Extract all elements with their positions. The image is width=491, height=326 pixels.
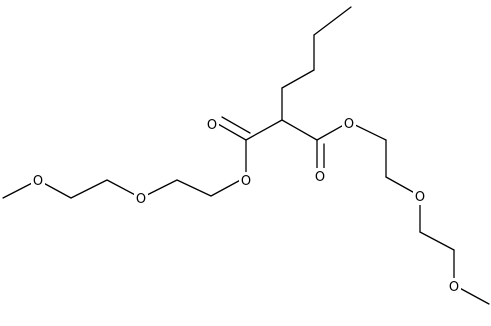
atom-background: [447, 278, 461, 295]
atom-label: O: [241, 174, 251, 189]
atom-o-ether-right-inner: O: [413, 188, 427, 205]
double-bond: [221, 116, 251, 134]
atom-background: [413, 188, 427, 205]
atom-label: O: [33, 174, 43, 189]
bond: [281, 119, 318, 141]
atom-o-ester-left: O: [239, 172, 253, 189]
bond: [176, 179, 212, 197]
atom-o-ether-left-inner: O: [134, 190, 148, 207]
atom-background: [205, 116, 219, 133]
bond: [419, 231, 455, 251]
atom-label: O: [207, 118, 217, 133]
atom-o-methoxy-left: O: [31, 172, 45, 189]
atom-o-methoxy-right: O: [447, 278, 461, 295]
atom-background: [31, 172, 45, 189]
atom-labels: O O O O O O O O: [31, 115, 461, 295]
atom-background: [342, 115, 356, 132]
atom-label: O: [136, 192, 146, 207]
atom-o-carbonyl-right: O: [313, 168, 327, 185]
atom-o-ester-right: O: [342, 115, 356, 132]
double-bond: [217, 123, 247, 141]
atom-background: [134, 190, 148, 207]
atom-background: [313, 168, 327, 185]
bond: [313, 6, 352, 36]
bond: [281, 69, 315, 89]
right-ester: [316, 121, 490, 305]
butyl-chain: [281, 6, 352, 121]
bond: [70, 179, 108, 199]
atom-o-carbonyl-left: O: [205, 116, 219, 133]
atom-label: O: [315, 170, 325, 185]
atom-label: O: [449, 280, 459, 295]
atom-label: O: [415, 190, 425, 205]
bond: [245, 119, 283, 141]
atom-background: [239, 172, 253, 189]
backbone: [245, 119, 318, 141]
atom-label: O: [344, 117, 354, 132]
